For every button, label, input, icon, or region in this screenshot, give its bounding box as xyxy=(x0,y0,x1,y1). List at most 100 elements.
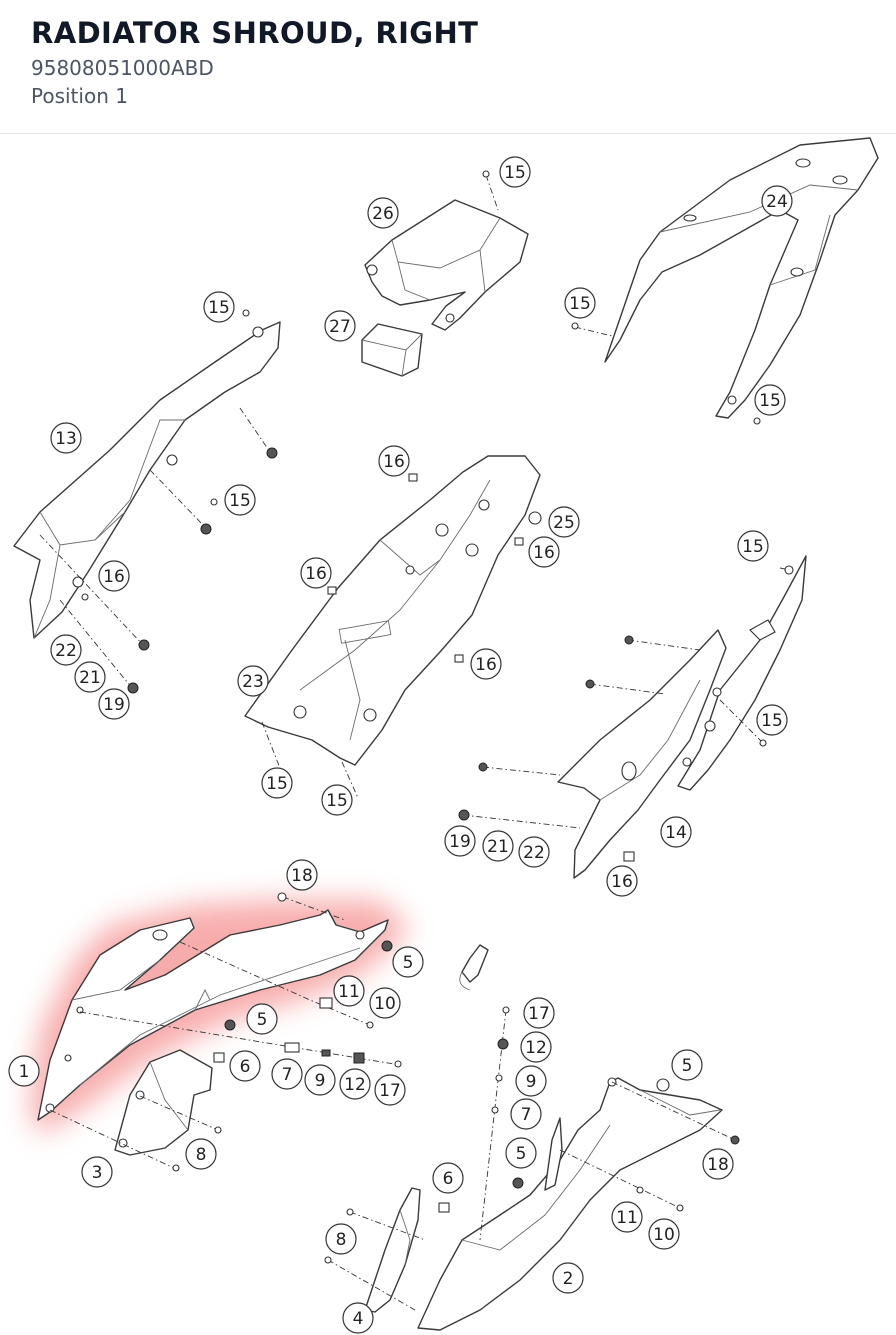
svg-text:9: 9 xyxy=(526,1072,537,1092)
callout-9[interactable]: 9 xyxy=(515,1065,547,1097)
part-24-tail-section[interactable] xyxy=(604,137,879,419)
svg-text:17: 17 xyxy=(379,1081,401,1101)
callout-10[interactable]: 10 xyxy=(648,1218,680,1250)
callout-8[interactable]: 8 xyxy=(325,1223,357,1255)
callout-27[interactable]: 27 xyxy=(324,310,356,342)
callout-19[interactable]: 19 xyxy=(444,825,476,857)
callout-17[interactable]: 17 xyxy=(374,1074,406,1106)
callout-13[interactable]: 13 xyxy=(50,422,82,454)
svg-text:13: 13 xyxy=(55,429,77,449)
callout-9[interactable]: 9 xyxy=(304,1064,336,1096)
callout-23[interactable]: 23 xyxy=(237,665,269,697)
svg-text:15: 15 xyxy=(504,163,526,183)
callout-5[interactable]: 5 xyxy=(392,946,424,978)
callout-18[interactable]: 18 xyxy=(702,1148,734,1180)
svg-text:2: 2 xyxy=(563,1269,574,1289)
callout-15[interactable]: 15 xyxy=(321,784,353,816)
svg-text:16: 16 xyxy=(611,872,633,892)
callout-6[interactable]: 6 xyxy=(432,1162,464,1194)
svg-text:21: 21 xyxy=(487,837,509,857)
diagram-svg: 1526241515271513151616251616161522211923… xyxy=(8,137,879,1334)
svg-text:26: 26 xyxy=(372,204,394,224)
svg-text:22: 22 xyxy=(523,843,545,863)
callout-4[interactable]: 4 xyxy=(342,1302,374,1334)
callout-22[interactable]: 22 xyxy=(50,634,82,666)
svg-text:10: 10 xyxy=(374,994,396,1014)
svg-text:25: 25 xyxy=(553,513,575,533)
svg-text:1: 1 xyxy=(19,1062,30,1082)
callout-11[interactable]: 11 xyxy=(333,975,365,1007)
page-header: RADIATOR SHROUD, RIGHT 95808051000ABD Po… xyxy=(0,0,896,134)
svg-text:15: 15 xyxy=(229,491,251,511)
svg-text:11: 11 xyxy=(338,982,360,1002)
svg-text:19: 19 xyxy=(103,695,125,715)
svg-text:15: 15 xyxy=(759,391,781,411)
svg-text:11: 11 xyxy=(616,1208,638,1228)
callout-25[interactable]: 25 xyxy=(548,506,580,538)
part-27-box[interactable] xyxy=(361,323,423,377)
svg-text:12: 12 xyxy=(344,1075,366,1095)
svg-text:6: 6 xyxy=(240,1057,251,1077)
callout-15[interactable]: 15 xyxy=(224,484,256,516)
callout-5[interactable]: 5 xyxy=(671,1049,703,1081)
callout-5[interactable]: 5 xyxy=(505,1137,537,1169)
callout-12[interactable]: 12 xyxy=(339,1068,371,1100)
callout-22[interactable]: 22 xyxy=(518,836,550,868)
callout-19[interactable]: 19 xyxy=(98,688,130,720)
svg-text:14: 14 xyxy=(665,823,687,843)
callout-15[interactable]: 15 xyxy=(499,156,531,188)
callout-15[interactable]: 15 xyxy=(564,287,596,319)
callout-10[interactable]: 10 xyxy=(369,987,401,1019)
callout-8[interactable]: 8 xyxy=(185,1138,217,1170)
callout-14[interactable]: 14 xyxy=(660,816,692,848)
svg-text:4: 4 xyxy=(353,1309,364,1329)
svg-text:5: 5 xyxy=(682,1056,693,1076)
callout-11[interactable]: 11 xyxy=(611,1201,643,1233)
svg-text:16: 16 xyxy=(533,543,555,563)
svg-text:23: 23 xyxy=(242,672,264,692)
callout-7[interactable]: 7 xyxy=(510,1098,542,1130)
callout-6[interactable]: 6 xyxy=(229,1050,261,1082)
part-23-rear-fender[interactable] xyxy=(244,455,542,799)
part-26-bracket[interactable] xyxy=(364,199,529,331)
callout-21[interactable]: 21 xyxy=(74,661,106,693)
page-title: RADIATOR SHROUD, RIGHT xyxy=(31,16,479,50)
svg-text:16: 16 xyxy=(475,655,497,675)
callout-15[interactable]: 15 xyxy=(261,767,293,799)
callout-3[interactable]: 3 xyxy=(81,1156,113,1188)
callout-24[interactable]: 24 xyxy=(761,185,793,217)
callout-16[interactable]: 16 xyxy=(470,648,502,680)
callout-16[interactable]: 16 xyxy=(98,560,130,592)
callout-16[interactable]: 16 xyxy=(606,865,638,897)
part-13-side-cover-left[interactable] xyxy=(13,309,281,694)
callout-16[interactable]: 16 xyxy=(300,557,332,589)
svg-text:15: 15 xyxy=(569,294,591,314)
svg-text:6: 6 xyxy=(443,1169,454,1189)
callout-16[interactable]: 16 xyxy=(528,536,560,568)
svg-text:18: 18 xyxy=(707,1155,729,1175)
svg-text:7: 7 xyxy=(521,1105,532,1125)
callout-15[interactable]: 15 xyxy=(754,384,786,416)
callout-15[interactable]: 15 xyxy=(737,530,769,562)
callout-7[interactable]: 7 xyxy=(271,1058,303,1090)
callout-17[interactable]: 17 xyxy=(523,997,555,1029)
part-4-bracket[interactable] xyxy=(364,1187,421,1313)
callout-16[interactable]: 16 xyxy=(378,445,410,477)
hose-clip[interactable] xyxy=(459,944,489,991)
callout-1[interactable]: 1 xyxy=(8,1055,40,1087)
callout-15[interactable]: 15 xyxy=(756,704,788,736)
callout-12[interactable]: 12 xyxy=(520,1031,552,1063)
callout-2[interactable]: 2 xyxy=(552,1262,584,1294)
callout-26[interactable]: 26 xyxy=(367,197,399,229)
part-14-side-cover-right[interactable] xyxy=(458,555,807,879)
svg-text:5: 5 xyxy=(257,1010,268,1030)
svg-text:15: 15 xyxy=(761,711,783,731)
svg-text:21: 21 xyxy=(79,668,101,688)
callout-21[interactable]: 21 xyxy=(482,830,514,862)
callout-5[interactable]: 5 xyxy=(246,1003,278,1035)
callout-18[interactable]: 18 xyxy=(286,859,318,891)
callout-15[interactable]: 15 xyxy=(203,291,235,323)
part-2-lower-shroud[interactable] xyxy=(417,1077,723,1331)
svg-text:17: 17 xyxy=(528,1004,550,1024)
svg-text:10: 10 xyxy=(653,1225,675,1245)
